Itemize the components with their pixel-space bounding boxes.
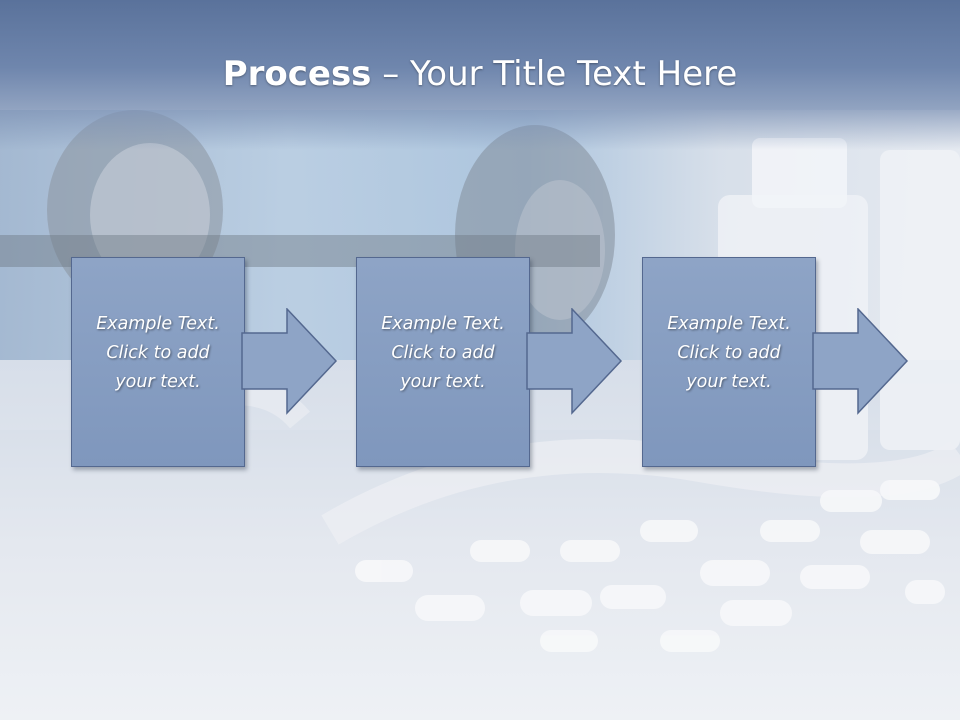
step-text-line: your text. — [115, 372, 201, 392]
slide-title[interactable]: Process – Your Title Text Here — [0, 52, 960, 96]
step-box[interactable]: Example Text. Click to add your text. — [356, 257, 530, 467]
step-text[interactable]: Example Text. Click to add your text. — [72, 310, 244, 397]
step-text-line: your text. — [400, 372, 486, 392]
step-text-line: your text. — [686, 372, 772, 392]
step-text-line: Example Text. — [667, 314, 791, 334]
process-step-1[interactable]: Example Text. Click to add your text. — [71, 257, 338, 467]
slide-title-rest: – Your Title Text Here — [371, 54, 738, 94]
step-text-line: Click to add — [677, 343, 781, 363]
arrow-right-icon — [241, 308, 338, 415]
step-text-line: Click to add — [106, 343, 210, 363]
arrow-right-icon — [812, 308, 909, 415]
step-box[interactable]: Example Text. Click to add your text. — [71, 257, 245, 467]
step-box[interactable]: Example Text. Click to add your text. — [642, 257, 816, 467]
step-text[interactable]: Example Text. Click to add your text. — [643, 310, 815, 397]
step-text-line: Example Text. — [96, 314, 220, 334]
step-text-line: Example Text. — [381, 314, 505, 334]
slide-title-bold: Process — [222, 54, 372, 94]
title-banner — [0, 0, 960, 150]
step-text-line: Click to add — [391, 343, 495, 363]
step-text[interactable]: Example Text. Click to add your text. — [357, 310, 529, 397]
arrow-right-icon — [526, 308, 623, 415]
process-step-2[interactable]: Example Text. Click to add your text. — [356, 257, 623, 467]
process-step-3[interactable]: Example Text. Click to add your text. — [642, 257, 909, 467]
